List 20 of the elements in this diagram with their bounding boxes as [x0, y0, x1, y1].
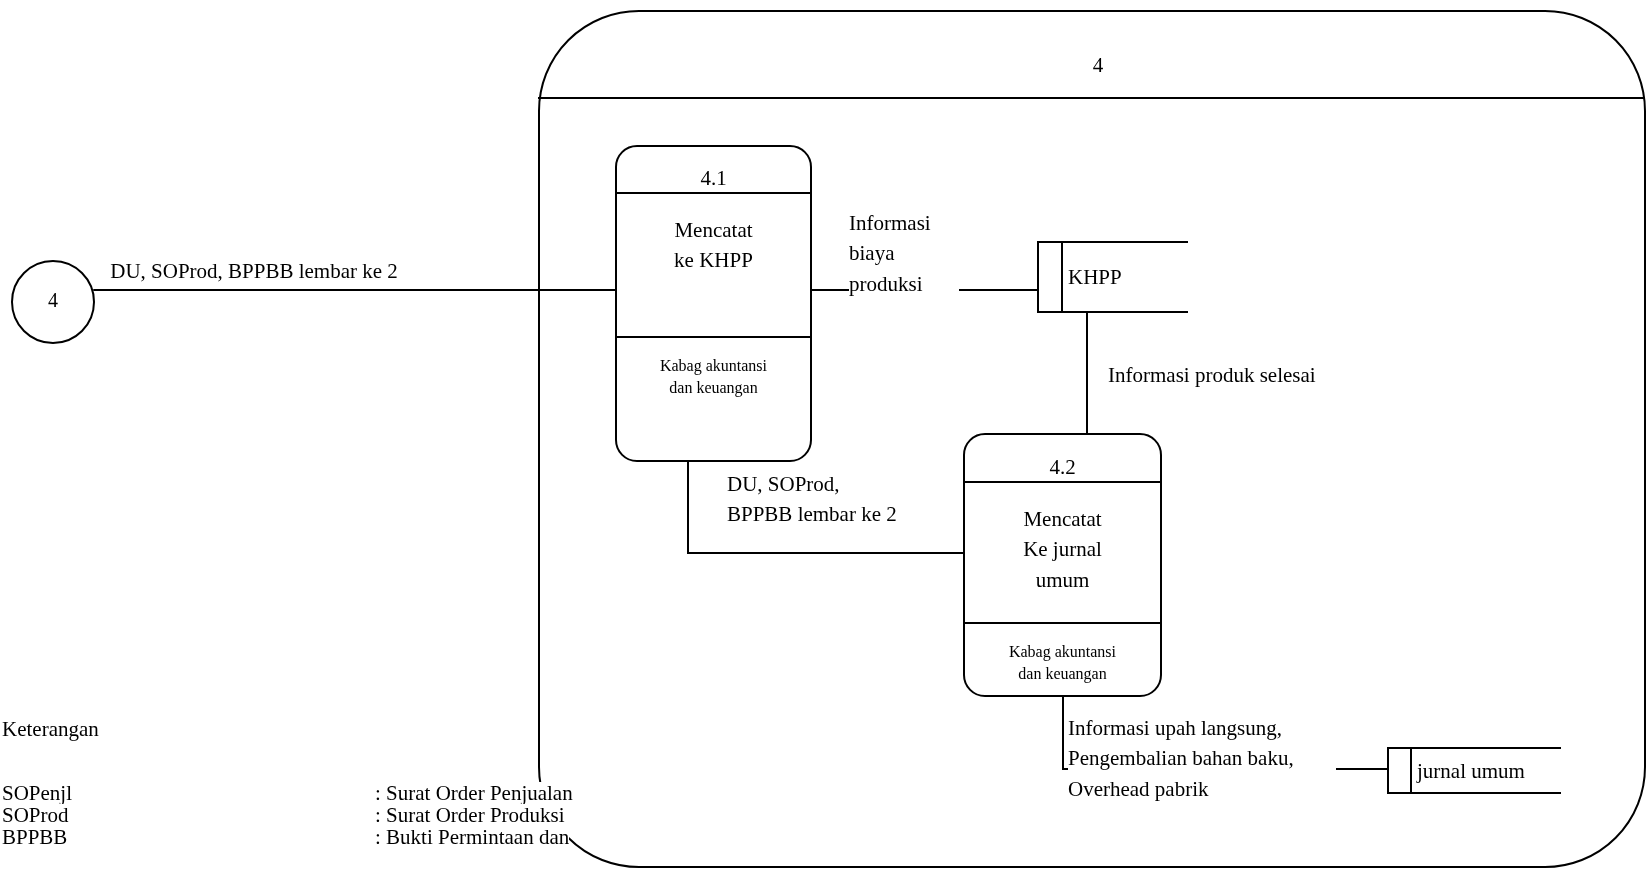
store-name: KHPP: [1068, 264, 1123, 291]
abbreviation-meaning: : Surat Order Penjualan: [375, 782, 573, 806]
process-owner: Kabag akuntansi dan keuangan: [1007, 642, 1118, 685]
abbreviation-meaning: : Surat Order Produksi: [375, 804, 565, 828]
connector-circle: [11, 260, 95, 344]
process-box: [615, 145, 812, 462]
process-number: 4: [1091, 52, 1105, 79]
process-owner: Kabag akuntansi dan keuangan: [658, 356, 769, 399]
data-store: [1037, 241, 1188, 313]
connector-number: 4: [47, 288, 59, 313]
process-id: 4.2: [1048, 454, 1077, 481]
data-flow-line: [687, 461, 964, 554]
data-store: [1387, 747, 1561, 794]
process-id: 4.1: [699, 165, 728, 192]
data-flow-line: [1086, 312, 1088, 434]
store-name: jurnal umum: [1417, 757, 1526, 785]
process-box: [963, 433, 1162, 697]
process-name: Mencatat ke KHPP: [673, 217, 754, 275]
process-name: Mencatat Ke jurnal umum: [1022, 506, 1103, 594]
data-flow-line: [92, 289, 616, 291]
